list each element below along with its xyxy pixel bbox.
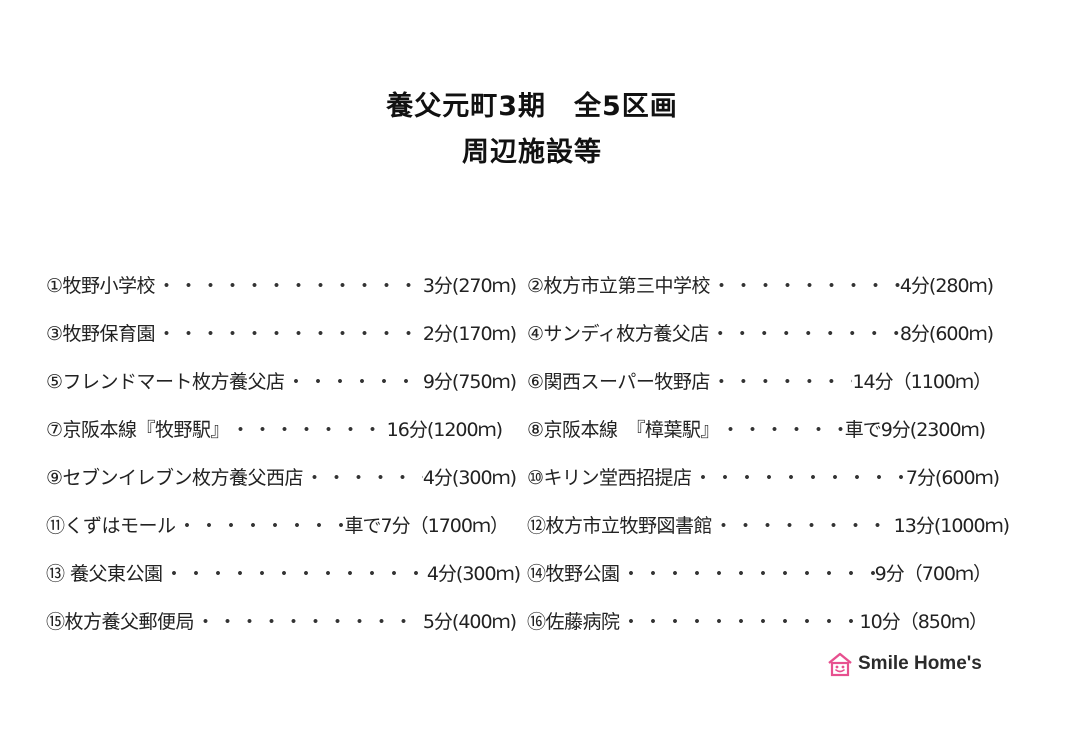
facility-distance: 2分(170ｍ): [422, 322, 517, 345]
facility-name: ⑪くずはモール: [46, 514, 176, 537]
logo-text: Smile Home's: [858, 653, 982, 674]
leader-dots: [710, 367, 853, 394]
leader-dots: [155, 319, 423, 346]
leader-dots: [176, 511, 345, 538]
leader-dots: [229, 415, 387, 442]
leader-dots: [709, 319, 900, 346]
leader-dots: [194, 607, 423, 634]
facility-row: ①牧野小学校 3分(270ｍ): [46, 269, 517, 299]
facility-distance: 13分(1000ｍ): [893, 514, 1010, 537]
facility-distance: 車で7分（1700ｍ）: [344, 514, 509, 537]
facility-row: ⑨セブンイレブン枚方養父西店 4分(300ｍ): [46, 461, 517, 491]
facility-distance: 4分(300ｍ): [422, 466, 517, 489]
leader-dots: [620, 559, 875, 586]
facility-name: ⑩キリン堂西招提店: [527, 466, 692, 489]
page-subtitle: 周辺施設等: [462, 137, 602, 168]
facility-distance: 9分(750ｍ): [422, 370, 517, 393]
leader-dots: [285, 367, 423, 394]
facility-distance: 16分(1200ｍ): [386, 418, 503, 441]
leader-dots: [620, 607, 860, 634]
facility-distance: 10分（850ｍ）: [859, 610, 988, 633]
facility-distance: 3分(270ｍ): [422, 274, 517, 297]
leader-dots: [692, 463, 906, 490]
leader-dots: [710, 271, 900, 298]
facility-row: ⑤フレンドマート枚方養父店 9分(750ｍ): [46, 365, 517, 395]
facility-row: ⑭牧野公園 9分（700ｍ）: [527, 557, 992, 587]
company-logo: Smile Home's: [826, 651, 982, 677]
leader-dots: [303, 463, 423, 490]
facility-row: ⑩キリン堂西招提店 7分(600ｍ): [527, 461, 1000, 491]
facility-name: ⑦京阪本線『牧野駅』: [46, 418, 230, 441]
facility-name: ⑬ 養父東公園: [46, 562, 163, 585]
facility-name: ①牧野小学校: [46, 274, 156, 297]
facility-row: ⑮枚方養父郵便局 5分(400ｍ): [46, 605, 517, 635]
facility-row: ⑯佐藤病院 10分（850ｍ）: [527, 605, 988, 635]
facility-name: ⑮枚方養父郵便局: [46, 610, 195, 633]
facility-name: ⑫枚方市立牧野図書館: [527, 514, 713, 537]
facility-row: ②枚方市立第三中学校 4分(280ｍ): [527, 269, 994, 299]
facility-distance: 14分（1100ｍ）: [852, 370, 992, 393]
leader-dots: [719, 415, 845, 442]
facility-distance: 9分（700ｍ）: [874, 562, 992, 585]
facility-distance: 5分(400ｍ): [422, 610, 517, 633]
facility-distance: 4分(300ｍ): [426, 562, 521, 585]
facility-distance: 7分(600ｍ): [905, 466, 1000, 489]
facility-name: ⑧京阪本線 『樟葉駅』: [527, 418, 720, 441]
facility-row: ⑦京阪本線『牧野駅』 16分(1200ｍ): [46, 413, 503, 443]
facility-row: ⑪くずはモール 車で7分（1700ｍ）: [46, 509, 509, 539]
leader-dots: [712, 511, 894, 538]
facility-name: ④サンディ枚方養父店: [527, 322, 709, 345]
facility-distance: 車で9分(2300ｍ): [844, 418, 986, 441]
facility-row: ④サンディ枚方養父店 8分(600ｍ): [527, 317, 994, 347]
facility-name: ⑭牧野公園: [527, 562, 620, 585]
leader-dots: [163, 559, 427, 586]
facility-distance: 8分(600ｍ): [899, 322, 994, 345]
house-logo-icon: [828, 652, 852, 677]
facility-row: ⑥関西スーパー牧野店 14分（1100ｍ）: [527, 365, 992, 395]
facility-name: ⑯佐藤病院: [527, 610, 620, 633]
facility-name: ②枚方市立第三中学校: [527, 274, 711, 297]
page-title: 養父元町3期 全5区画: [386, 91, 678, 122]
facility-row: ③牧野保育園 2分(170ｍ): [46, 317, 517, 347]
facility-row: ⑬ 養父東公園 4分(300ｍ): [46, 557, 521, 587]
facility-distance: 4分(280ｍ): [899, 274, 994, 297]
facility-name: ⑥関西スーパー牧野店: [527, 370, 710, 393]
leader-dots: [155, 271, 423, 298]
facility-row: ⑫枚方市立牧野図書館 13分(1000ｍ): [527, 509, 1010, 539]
facility-name: ⑨セブンイレブン枚方養父西店: [46, 466, 304, 489]
facility-name: ⑤フレンドマート枚方養父店: [46, 370, 285, 393]
facility-name: ③牧野保育園: [46, 322, 156, 345]
facility-row: ⑧京阪本線 『樟葉駅』 車で9分(2300ｍ): [527, 413, 986, 443]
